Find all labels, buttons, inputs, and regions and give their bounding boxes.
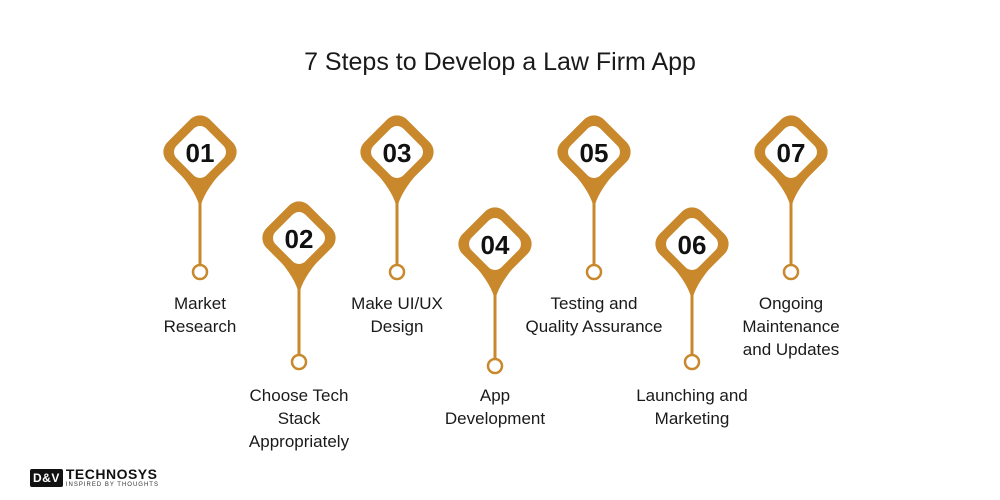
step-label-line: Market — [174, 294, 226, 313]
step-diamond-inner — [174, 126, 226, 178]
step-diamond-inner — [273, 212, 325, 264]
step-number: 04 — [481, 230, 510, 260]
step-diamond-inner — [371, 126, 423, 178]
step-label-line: Research — [163, 317, 237, 336]
logo-text-group: TECHNOSYS INSPIRED BY THOUGHTS — [66, 467, 159, 489]
step-number: 07 — [777, 138, 806, 168]
step-label-line: Stack — [277, 409, 321, 428]
step-diamond-inner — [666, 218, 718, 270]
step-label-line: Testing and — [550, 294, 638, 313]
step-pin-06: 06 — [655, 207, 729, 371]
step-diamond-inner — [765, 126, 817, 178]
step-label-line: Maintenance — [742, 317, 840, 336]
step-diamond-inner — [568, 126, 620, 178]
step-label-line: Launching and — [636, 386, 748, 405]
company-logo: D&V TECHNOSYS INSPIRED BY THOUGHTS — [30, 462, 159, 494]
step-label-line: Quality Assurance — [525, 317, 663, 336]
logo-tagline: INSPIRED BY THOUGHTS — [65, 482, 159, 488]
logo-badge: D&V — [30, 469, 63, 487]
step-label-line: Design — [370, 317, 424, 336]
step-label-03: Make UI/UX Design — [312, 292, 482, 338]
step-pin-02: 02 — [262, 201, 336, 371]
step-number: 05 — [580, 138, 609, 168]
step-endpoint — [388, 263, 406, 281]
step-number: 06 — [678, 230, 707, 260]
logo-name: TECHNOSYS — [65, 466, 158, 482]
step-number: 03 — [383, 138, 412, 168]
step-endpoint — [191, 263, 209, 281]
step-label-line: Marketing — [654, 409, 730, 428]
page-title: 7 Steps to Develop a Law Firm App — [304, 48, 696, 76]
step-endpoint — [486, 357, 504, 375]
step-label-line: and Updates — [742, 340, 840, 359]
step-pin-07: 07 — [754, 115, 828, 281]
step-label-line: Make UI/UX — [351, 294, 443, 313]
step-number: 02 — [285, 224, 314, 254]
step-endpoint — [585, 263, 603, 281]
step-pin-01: 01 — [163, 115, 237, 281]
step-label-line: Ongoing — [758, 294, 824, 313]
step-label-line: Development — [444, 409, 546, 428]
step-number: 01 — [186, 138, 215, 168]
step-diamond-inner — [469, 218, 521, 270]
step-endpoint — [782, 263, 800, 281]
step-label-line: Appropriately — [248, 432, 350, 451]
step-endpoint — [683, 353, 701, 371]
step-pin-05: 05 — [557, 115, 631, 281]
step-label-line: Choose Tech — [249, 386, 349, 405]
step-pin-04: 04 — [458, 207, 532, 375]
step-pin-03: 03 — [360, 115, 434, 281]
step-label-line: App — [479, 386, 511, 405]
step-endpoint — [290, 353, 308, 371]
